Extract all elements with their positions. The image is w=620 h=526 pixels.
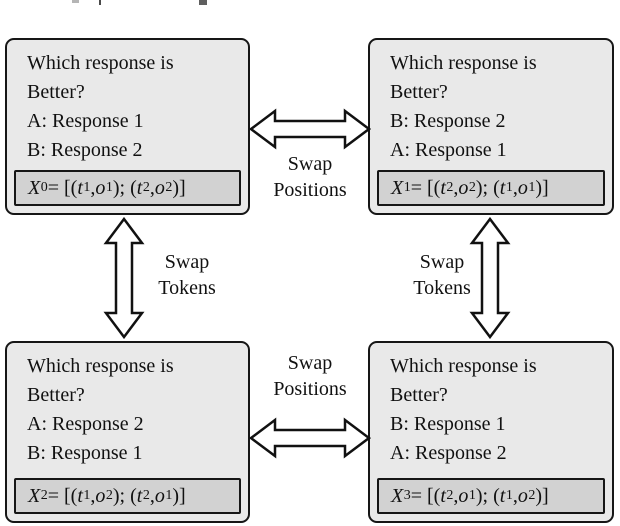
prompt-line: Better? — [27, 81, 85, 103]
swap-positions-top-double-arrow-icon — [249, 108, 371, 150]
prompt-line: Better? — [390, 81, 448, 103]
prompt-line: B: Response 1 — [27, 442, 143, 464]
cropped-text-fragment — [199, 0, 207, 5]
prompt-line: Which response is — [390, 355, 537, 377]
prompt-line: A: Response 2 — [27, 413, 144, 435]
prompt-line: Better? — [27, 384, 85, 406]
prompt-line: Better? — [390, 384, 448, 406]
prompt-box-x2: Which response is Better? A: Response 2 … — [5, 341, 250, 523]
swap-positions-bottom-double-arrow-icon — [249, 417, 371, 459]
swap-tokens-right-label: Swap Tokens — [413, 251, 471, 299]
swap-positions-top-label: Swap Positions — [273, 153, 347, 201]
prompt-line: B: Response 1 — [390, 413, 506, 435]
prompt-line: B: Response 2 — [27, 139, 143, 161]
prompt-text: Which response is Better? B: Response 1 … — [390, 352, 606, 468]
prompt-box-x1: Which response is Better? B: Response 2 … — [368, 38, 614, 215]
prompt-box-x3: Which response is Better? B: Response 1 … — [368, 341, 614, 523]
prompt-text: Which response is Better? A: Response 1 … — [27, 49, 242, 165]
prompt-line: Which response is — [27, 52, 174, 74]
swap-positions-bottom-label: Swap Positions — [273, 352, 347, 400]
swap-tokens-left-label: Swap Tokens — [158, 251, 216, 299]
swap-tokens-left-double-arrow-icon — [103, 217, 145, 339]
prompt-line: Which response is — [27, 355, 174, 377]
prompt-line: B: Response 2 — [390, 110, 506, 132]
prompt-line: A: Response 1 — [27, 110, 144, 132]
cropped-text-fragment — [72, 0, 79, 3]
prompt-line: A: Response 2 — [390, 442, 507, 464]
prompt-box-x0: Which response is Better? A: Response 1 … — [5, 38, 250, 215]
prompt-text: Which response is Better? B: Response 2 … — [390, 49, 606, 165]
cropped-text-fragment — [99, 0, 101, 5]
prompt-line: Which response is — [390, 52, 537, 74]
prompt-text: Which response is Better? A: Response 2 … — [27, 352, 242, 468]
swap-tokens-right-double-arrow-icon — [469, 217, 511, 339]
prompt-line: A: Response 1 — [390, 139, 507, 161]
